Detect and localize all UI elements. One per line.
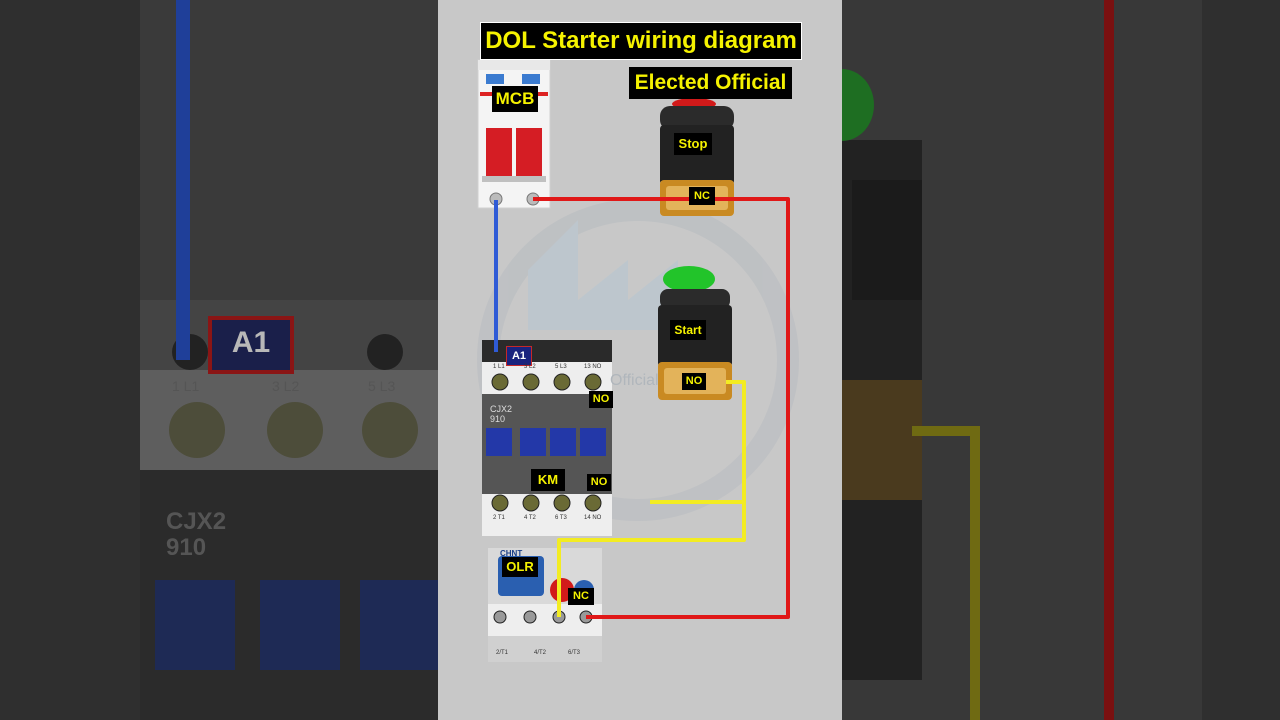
- term-bottom-4: 14 NO: [584, 515, 602, 521]
- olr-term-2: 4/T2: [534, 650, 547, 656]
- olr-brand: CHNT: [500, 549, 523, 558]
- olr-nc-label: NC: [568, 588, 594, 605]
- olr-term-3: 6/T3: [568, 650, 581, 656]
- olr-term-1: 2/T1: [496, 650, 509, 656]
- term-bottom-3: 6 T3: [555, 515, 567, 521]
- wiring: [494, 197, 790, 619]
- contactor-km-label: KM: [531, 469, 565, 491]
- stop-nc-label: NC: [689, 187, 715, 205]
- stop-label: Stop: [674, 133, 712, 155]
- contactor-model-line2: 910: [490, 414, 506, 424]
- mcb-label: MCB: [492, 86, 538, 112]
- contactor-no-bottom-label: NO: [587, 474, 611, 491]
- term-top-3: 5 L3: [555, 364, 567, 370]
- zoom-model-line2: 910: [166, 534, 207, 561]
- watermark-text: Official: [610, 372, 659, 389]
- phase-wire: [533, 197, 790, 619]
- wiring-diagram: [477, 59, 799, 662]
- contactor-model-line1: CJX2: [490, 404, 513, 414]
- zoom-terminal-3: 5 L3: [368, 378, 396, 394]
- right-zoom-art: [842, 0, 1202, 720]
- term-bottom-2: 4 T2: [524, 515, 536, 521]
- olr-label: OLR: [502, 557, 538, 577]
- diagram-title: DOL Starter wiring diagram: [480, 22, 802, 60]
- zoom-model-line1: CJX2: [166, 508, 227, 535]
- zoom-coil-label: A1: [231, 326, 271, 359]
- start-label: Start: [670, 320, 706, 340]
- right-zoom-background: [842, 0, 1280, 720]
- zoom-terminal-2: 3 L2: [272, 378, 300, 394]
- control-wire-olr: [557, 502, 746, 617]
- term-top-1: 1 L1: [493, 364, 505, 370]
- start-no-label: NO: [682, 373, 706, 390]
- contactor-no-top-label: NO: [589, 391, 613, 408]
- channel-label: Elected Official: [629, 67, 792, 99]
- coil-a1-label: A1: [506, 346, 532, 366]
- left-zoom-background: A1 1 L1 3 L2 5 L3 CJX2 910: [0, 0, 438, 720]
- diagram-panel: DOL Starter wiring diagram Elected Offic…: [438, 0, 842, 720]
- term-top-4: 13 NO: [584, 364, 602, 370]
- term-bottom-1: 2 T1: [493, 515, 505, 521]
- zoom-terminal-1: 1 L1: [172, 378, 200, 394]
- left-zoom-art: [140, 0, 438, 720]
- control-wire-start: [650, 380, 746, 504]
- mcb-breaker: [477, 59, 551, 209]
- term-top-2: 3 L2: [524, 364, 536, 370]
